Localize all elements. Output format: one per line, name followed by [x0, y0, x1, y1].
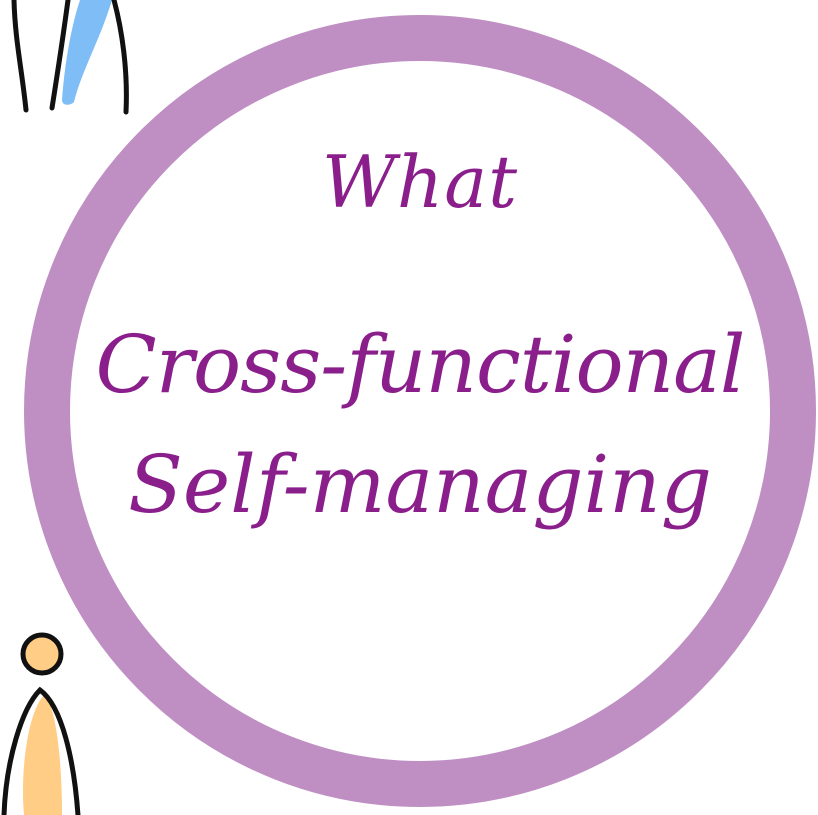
person-top-right-outline	[111, 0, 129, 115]
person-top-mid-outline	[49, 0, 71, 111]
person-bottom-head	[20, 632, 64, 676]
person-figure-top	[11, 0, 129, 115]
label-cross-functional: Cross-functional	[95, 318, 746, 411]
person-top-left-outline	[11, 0, 29, 113]
person-figure-bottom	[1, 632, 81, 815]
label-self-managing: Self-managing	[128, 438, 712, 531]
person-top-body-fill	[62, 0, 112, 105]
person-bottom-body-outline	[1, 686, 81, 815]
ring-circle	[24, 15, 816, 807]
person-bottom-body-fill	[22, 695, 62, 815]
heading-what: What	[321, 140, 519, 224]
